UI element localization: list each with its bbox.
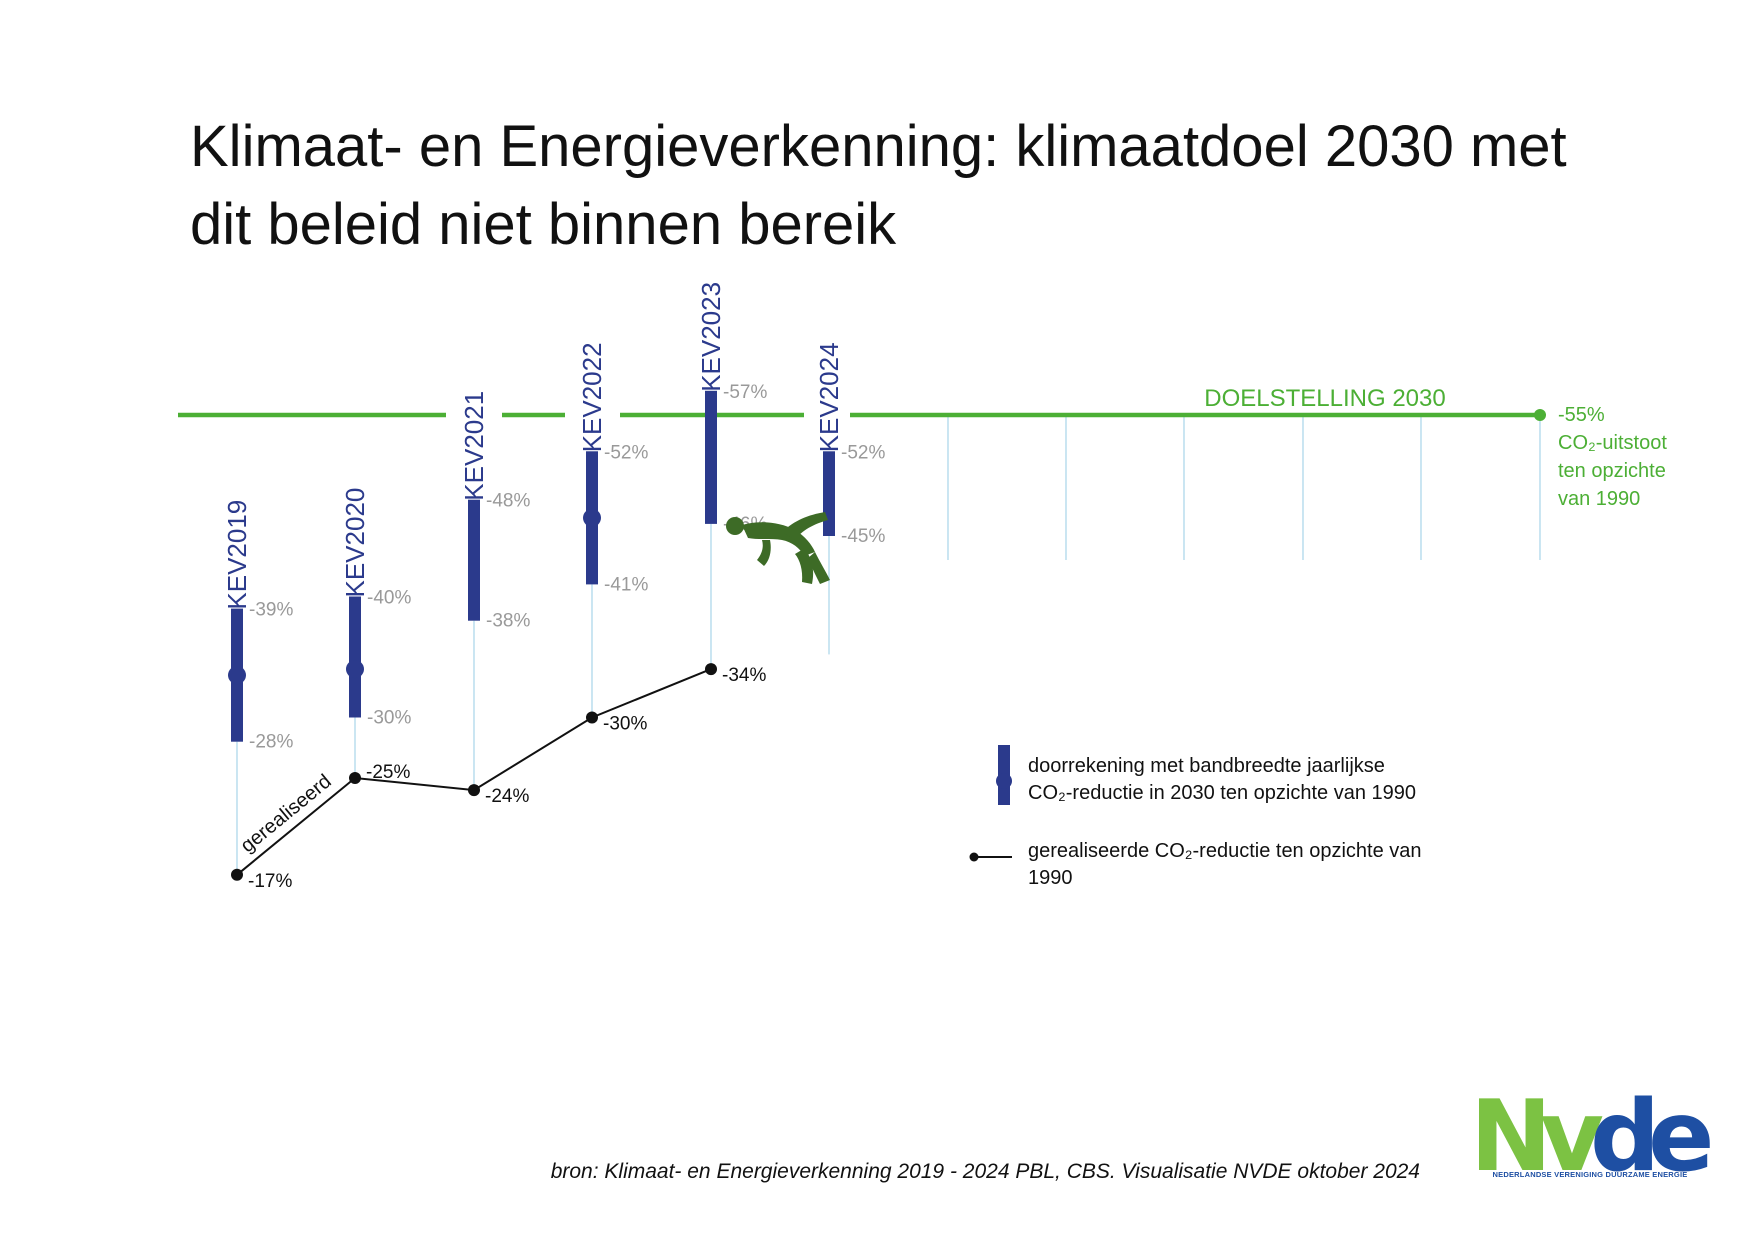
kev-band-midpoint	[228, 666, 246, 685]
svg-text:e: e	[1648, 1080, 1710, 1190]
source-note: bron: Klimaat- en Energieverkenning 2019…	[550, 1160, 1420, 1183]
svg-text:N: N	[1470, 1080, 1546, 1190]
realized-line-label: gerealiseerd	[237, 770, 336, 857]
kev-band	[468, 499, 480, 621]
kev-low-label: -30%	[367, 708, 411, 729]
kev-low-label: -45%	[841, 526, 885, 547]
kev-high-label: -40%	[367, 588, 411, 609]
kev-band-midpoint	[346, 660, 364, 679]
kev-high-label: -57%	[723, 382, 767, 403]
legend: doorrekening met bandbreedte jaarlijkseC…	[969, 745, 1422, 889]
kev-low-label: -28%	[249, 732, 293, 753]
legend-realized-text: gerealiseerde CO₂-reductie ten opzichte …	[1028, 840, 1422, 862]
kev-band	[823, 451, 835, 536]
goal-annotation-line: CO₂-uitstoot	[1558, 432, 1667, 454]
realized-value-label: -25%	[366, 762, 410, 783]
band-group: -39% -28% KEV2019 -40% -30% KEV2020 -48% -38% KE…	[222, 282, 885, 753]
svg-text:v: v	[1540, 1080, 1603, 1190]
logo-subtitle: NEDERLANDSE VERENIGING DUURZAME ENERGIE	[1492, 1170, 1688, 1179]
legend-realized-text: 1990	[1028, 867, 1073, 889]
nvde-logo: N v d e	[1470, 1080, 1710, 1190]
legend-band-text: doorrekening met bandbreedte jaarlijkse	[1028, 755, 1385, 777]
goal-end-marker	[1534, 409, 1546, 421]
realized-point	[586, 711, 598, 724]
realized-value-label: -34%	[722, 665, 766, 686]
kev-label: KEV2024	[814, 342, 844, 452]
kev-high-label: -48%	[486, 491, 530, 512]
kev-label: KEV2022	[577, 342, 607, 452]
goal-annotation-line: van 1990	[1558, 488, 1640, 510]
kev-low-label: -38%	[486, 611, 530, 632]
realized-point	[468, 784, 480, 797]
realized-point	[231, 868, 243, 881]
realized-value-label: -17%	[248, 871, 292, 892]
kev-band	[349, 596, 361, 718]
legend-band-text: CO₂-reductie in 2030 ten opzichte van 19…	[1028, 782, 1416, 804]
realized-point	[705, 663, 717, 676]
legend-band-midpoint	[996, 773, 1012, 789]
guide-lines	[236, 415, 1541, 875]
page-title: Klimaat- en Energieverkenning: klimaatdo…	[190, 114, 1567, 257]
goal-label: DOELSTELLING 2030	[1204, 385, 1445, 412]
realized-value-label: -30%	[603, 714, 647, 735]
goal-annotation-line: ten opzichte	[1558, 460, 1666, 482]
kev-band	[705, 390, 717, 524]
svg-text:d: d	[1590, 1080, 1654, 1190]
realized-point	[349, 772, 361, 784]
legend-realized-point	[969, 852, 979, 862]
realized-value-label: -24%	[485, 786, 529, 807]
goal-line-group: DOELSTELLING 2030 -55% CO₂-uitstoot ten opz…	[178, 385, 1667, 510]
kev-high-label: -52%	[604, 442, 648, 463]
kev-label: KEV2021	[459, 391, 489, 501]
kev-high-label: -39%	[249, 600, 293, 621]
falling-person-icon	[726, 512, 830, 584]
goal-annotation-line: -55%	[1558, 404, 1605, 426]
kev-label: KEV2019	[222, 500, 252, 610]
kev-high-label: -52%	[841, 442, 885, 463]
realized-line-group: -17% -25% -24% -30% -34% gerealiseerd	[231, 663, 766, 892]
kev-label: KEV2020	[340, 488, 370, 598]
kev-band-midpoint	[583, 508, 601, 527]
kev-low-label: -41%	[604, 574, 648, 595]
kev-label: KEV2023	[696, 282, 726, 392]
